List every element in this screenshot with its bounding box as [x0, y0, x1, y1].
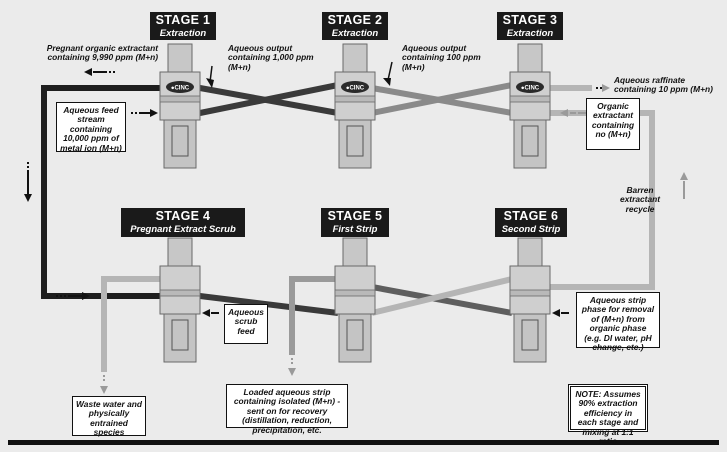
stage-number: STAGE 5	[327, 209, 383, 223]
logo-text: ●CINC	[346, 86, 365, 92]
stage-name: First Strip	[332, 224, 378, 235]
aqueous-output-100-label: Aqueous output containing 100 ppm (M+n)	[402, 43, 481, 72]
stage-name: Extraction	[331, 28, 379, 39]
stage-name: Pregnant Extract Scrub	[130, 224, 236, 235]
aqueous-transfer-pipe	[371, 85, 513, 116]
contactor-unit	[509, 237, 551, 363]
aqueous-transfer-pipe	[371, 276, 513, 316]
aqueous-output-1000-label: Aqueous output containing 1,000 ppm (M+n…	[228, 43, 314, 72]
stage-1-header: STAGE 1 Extraction	[150, 12, 216, 40]
stage-number: STAGE 1	[155, 13, 211, 27]
aqueous-raffinate-label: Aqueous raffinate containing 10 ppm (M+n…	[614, 75, 713, 95]
aqueous-feed-box: Aqueous feed stream containing 10,000 pp…	[56, 102, 126, 152]
stage-name: Extraction	[159, 28, 207, 39]
note-box: NOTE: Assumes 90% extraction efficiency …	[568, 384, 648, 446]
stage-name: Extraction	[506, 28, 554, 39]
loaded-strip-pipe	[289, 276, 338, 355]
stage-number: STAGE 6	[503, 209, 559, 223]
scrub-feed-box: Aqueous scrub feed	[224, 304, 268, 344]
bottom-rule	[8, 440, 719, 445]
stage-6-header: STAGE 6 Second Strip	[495, 208, 567, 237]
cinc-logo-icon	[341, 81, 369, 93]
waste-pipe	[101, 276, 160, 372]
stage-name: Second Strip	[501, 224, 561, 235]
loaded-strip-box: Loaded aqueous strip containing isolated…	[226, 384, 348, 434]
stage-number: STAGE 2	[327, 13, 383, 27]
cinc-logo-icon	[516, 81, 544, 93]
logo-text: ●CINC	[521, 86, 540, 92]
organic-extractant-box: Organic extractant containing no (M+n)	[586, 98, 640, 150]
waste-water-box: Waste water and physically entrained spe…	[72, 396, 146, 437]
contactor-unit	[334, 237, 376, 363]
aqueous-transfer-pipe	[199, 85, 339, 116]
stage-3-header: STAGE 3 Extraction	[497, 12, 563, 40]
stage-number: STAGE 3	[502, 13, 558, 27]
stage-4-header: STAGE 4 Pregnant Extract Scrub	[121, 208, 245, 237]
contactor-unit	[159, 237, 201, 363]
strip-phase-box: Aqueous strip phase for removal of (M+n)…	[576, 292, 660, 352]
contactor-unit: ●CINC	[159, 43, 201, 169]
organic-transfer-pipe	[371, 284, 513, 316]
cinc-logo-icon	[166, 81, 194, 93]
barren-extractant-label: Barren extractant recycle	[619, 185, 661, 214]
contactor-unit: ●CINC	[509, 43, 551, 169]
stage-2-header: STAGE 2 Extraction	[322, 12, 388, 40]
stage-5-header: STAGE 5 First Strip	[321, 208, 389, 237]
contactor-unit: ●CINC	[334, 43, 376, 169]
flow-arrows	[24, 61, 688, 394]
logo-text: ●CINC	[171, 86, 190, 92]
stage-number: STAGE 4	[155, 209, 211, 223]
pregnant-organic-label: Pregnant organic extractant containing 9…	[46, 43, 158, 63]
organic-transfer-pipe	[199, 293, 339, 316]
